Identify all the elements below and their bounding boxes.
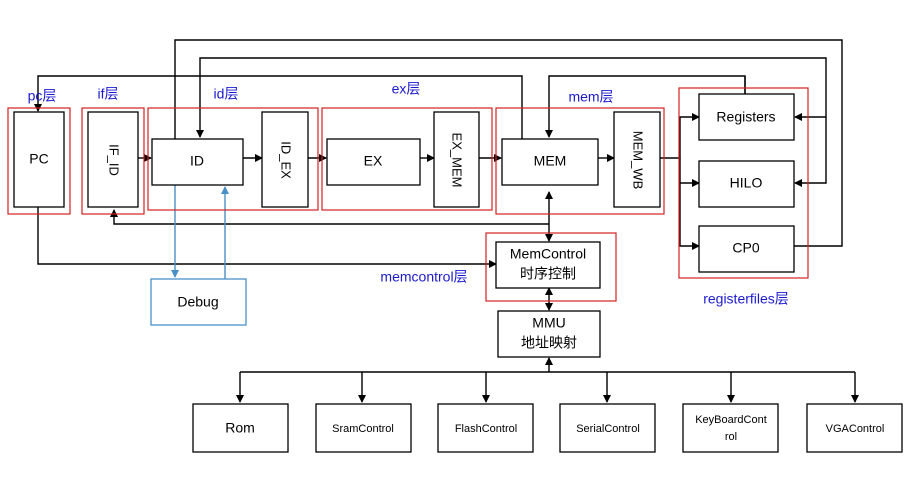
layer-label-memcontrol: memcontrol层 xyxy=(380,269,467,285)
pc-box xyxy=(13,111,65,208)
register-files: Registers HILO CP0 xyxy=(698,93,795,273)
hilo-box xyxy=(698,160,795,208)
ex-mem-box xyxy=(433,111,480,208)
cp0-label: CP0 xyxy=(732,240,759,256)
serial-box xyxy=(559,403,656,453)
group-id xyxy=(147,107,319,211)
debug-box xyxy=(150,278,247,326)
if-id-label: IF_ID xyxy=(107,144,122,176)
id-ex-box xyxy=(261,111,309,208)
mmu-label-2: 地址映射 xyxy=(521,335,577,351)
peripherals: Rom SramControl FlashControl SerialContr… xyxy=(192,403,903,453)
wire-memwb-to-reg xyxy=(660,113,700,159)
layer-label-mem: mem层 xyxy=(568,89,613,105)
pc-label: PC xyxy=(29,151,48,167)
layer-label-registerfiles: registerfiles层 xyxy=(703,291,789,307)
wire-right-to-hilo xyxy=(794,117,827,187)
layer-label-if: if层 xyxy=(98,86,119,102)
group-if xyxy=(81,107,145,215)
memcontrol-label-1: MemControl xyxy=(510,246,586,262)
wire-id-to-top xyxy=(174,39,843,247)
ex-label: EX xyxy=(364,153,383,169)
layer-groups xyxy=(7,87,809,302)
memory-subsystem: MemControl 时序控制 MMU 地址映射 xyxy=(495,241,601,358)
mmu-box xyxy=(497,310,601,358)
wire-memwb-to-hilo xyxy=(679,158,700,187)
sram-box xyxy=(315,403,412,453)
sram-label: SramControl xyxy=(332,423,394,435)
debug-label: Debug xyxy=(177,294,218,310)
wire-right-to-registers xyxy=(794,76,827,121)
layer-labels: pc层 if层 id层 ex层 mem层 memcontrol层 registe… xyxy=(28,81,789,307)
group-pc xyxy=(7,107,71,215)
memcontrol-box xyxy=(495,241,601,289)
mem-label: MEM xyxy=(534,153,567,169)
registers-label: Registers xyxy=(716,109,775,125)
rom-box xyxy=(192,403,289,453)
id-ex-label: ID_EX xyxy=(279,141,294,179)
wire-top-to-id xyxy=(196,57,827,138)
keyboard-label-2: rol xyxy=(725,431,737,443)
layer-label-pc: pc层 xyxy=(28,88,57,104)
ex-box xyxy=(326,138,421,186)
registers-box xyxy=(698,93,795,141)
serial-label: SerialControl xyxy=(576,423,640,435)
hilo-label: HILO xyxy=(730,175,763,191)
vga-box xyxy=(806,403,903,453)
group-memcontrol xyxy=(485,232,617,302)
flash-box xyxy=(437,403,534,453)
pipeline-blocks: PC IF_ID ID ID_EX EX EX_MEM MEM MEM_WB xyxy=(13,111,661,208)
keyboard-label-1: KeyBoardCont xyxy=(695,414,767,426)
keyboard-box xyxy=(682,403,779,453)
group-registerfiles xyxy=(678,87,809,279)
rom-label: Rom xyxy=(225,420,255,436)
vga-label: VGAControl xyxy=(826,423,885,435)
layer-label-id: id层 xyxy=(214,86,239,102)
group-mem xyxy=(495,107,665,215)
id-label: ID xyxy=(190,153,204,169)
mem-box xyxy=(501,138,599,186)
id-box xyxy=(151,138,244,186)
memcontrol-label-2: 时序控制 xyxy=(520,266,576,282)
flash-label: FlashControl xyxy=(455,423,517,435)
wire-pc-to-memcontrol xyxy=(37,207,497,268)
layer-label-ex: ex层 xyxy=(392,81,421,97)
if-id-box xyxy=(87,111,139,208)
cp0-box xyxy=(698,225,795,273)
mmu-label-1: MMU xyxy=(532,315,565,331)
ex-mem-label: EX_MEM xyxy=(450,133,465,188)
wire-memwb-to-cp0 xyxy=(679,183,700,250)
group-ex xyxy=(321,107,493,211)
mem-wb-box xyxy=(613,111,661,208)
mem-wb-label: MEM_WB xyxy=(631,131,646,190)
wire-memcontrol-to-ifid xyxy=(110,209,549,225)
